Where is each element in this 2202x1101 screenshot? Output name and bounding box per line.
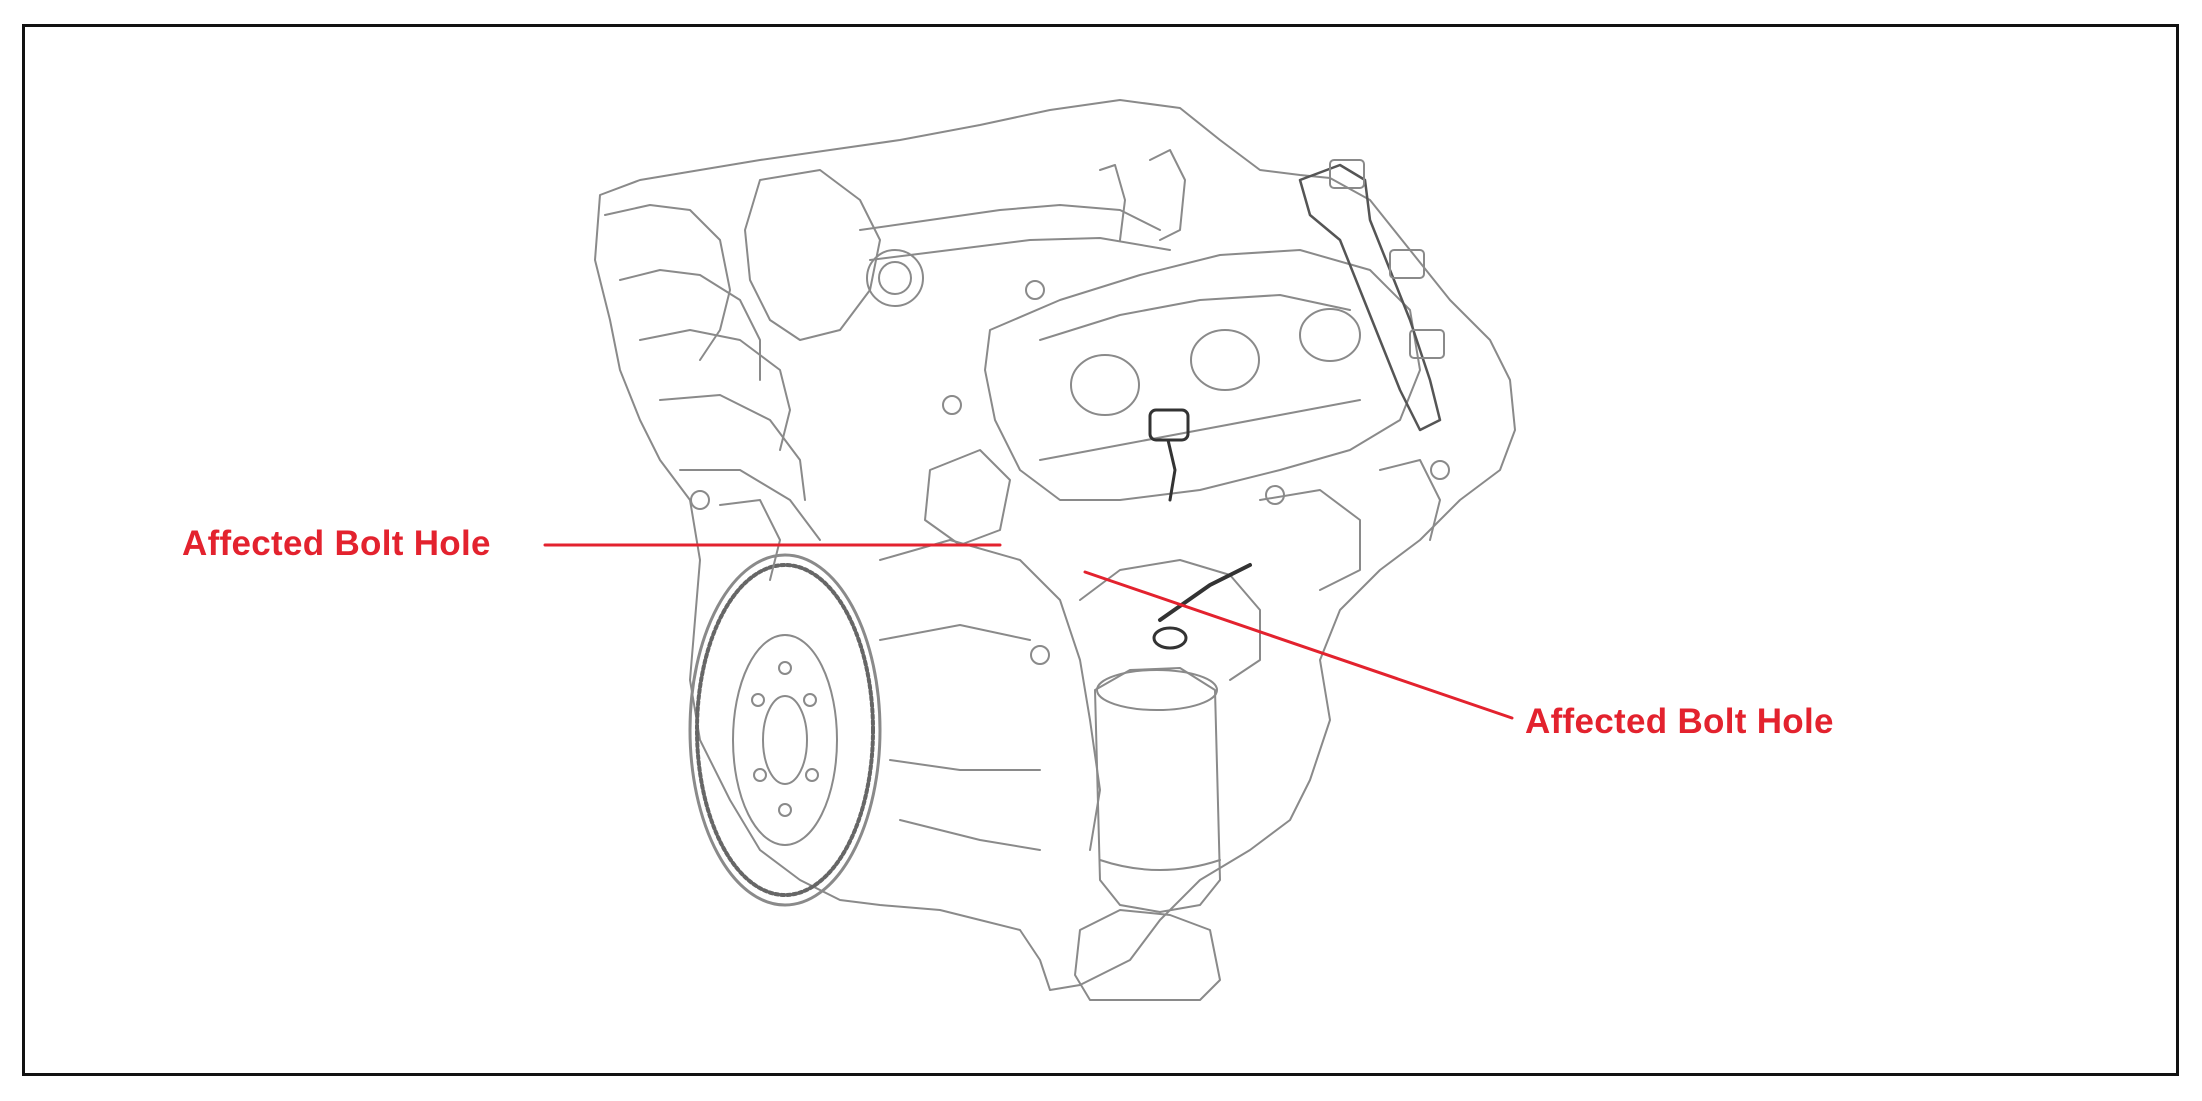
coil-connector	[1329, 159, 1365, 189]
flywheel-bolt	[751, 693, 765, 707]
coil-connector	[1389, 249, 1425, 279]
flywheel-ring	[695, 563, 875, 897]
flywheel-outer	[688, 553, 882, 907]
flywheel-bolt	[753, 768, 767, 782]
flywheel-bolt	[778, 661, 792, 675]
plenum-detail	[859, 204, 1161, 231]
crankcase	[879, 539, 1101, 851]
block-detail	[1379, 459, 1441, 541]
intake-runner	[619, 269, 761, 381]
callout-label-affected-bolt-hole: Affected Bolt Hole	[1525, 702, 1834, 741]
oil-filter-bottom	[1099, 859, 1221, 871]
crankcase-rib	[899, 819, 1041, 851]
plenum	[744, 169, 881, 341]
throttle-body-inner	[878, 261, 912, 295]
figure-frame	[22, 24, 2179, 1076]
fastener	[942, 395, 962, 415]
flywheel-bolt	[805, 768, 819, 782]
block-detail	[719, 499, 781, 581]
intake-runner	[659, 394, 806, 501]
valve-cover	[984, 249, 1421, 501]
engine-block-outline	[594, 99, 1516, 991]
oil-filter	[1094, 667, 1221, 913]
intake-runner	[679, 469, 821, 541]
o2-sensor-body	[1152, 626, 1188, 650]
oil-pan	[1074, 909, 1221, 1001]
bracket	[1099, 164, 1126, 241]
sensor-wire	[1166, 438, 1177, 502]
spark-plug-port	[1070, 354, 1140, 416]
fastener	[1430, 460, 1450, 480]
oil-filter-top	[1096, 669, 1218, 711]
fastener	[1025, 280, 1045, 300]
fastener	[1030, 645, 1050, 665]
intake-runner	[604, 204, 731, 361]
crankcase	[879, 624, 1031, 641]
callout-leader-2	[1083, 570, 1514, 720]
spark-plug-port	[1190, 329, 1260, 391]
flywheel-hub	[762, 695, 808, 785]
throttle-body	[866, 249, 924, 307]
block-detail	[1259, 489, 1361, 591]
flywheel-bolt	[778, 803, 792, 817]
intake-runner	[639, 329, 791, 451]
valve-cover-rib	[1039, 294, 1351, 341]
plenum-detail	[869, 237, 1171, 261]
valve-cover-rib	[1039, 399, 1361, 461]
fastener	[1265, 485, 1285, 505]
o2-sensor	[1158, 563, 1252, 622]
crankcase	[889, 759, 1041, 771]
flywheel-bolt	[803, 693, 817, 707]
flywheel-inner	[732, 634, 838, 846]
spark-plug-port	[1299, 308, 1361, 362]
fastener	[690, 490, 710, 510]
callout-label-affected-bolt-hole: Affected Bolt Hole	[182, 524, 491, 563]
bracket	[1149, 149, 1186, 241]
block-detail	[924, 449, 1011, 546]
coil-rail	[1298, 163, 1442, 432]
coil-connector	[1409, 329, 1445, 359]
